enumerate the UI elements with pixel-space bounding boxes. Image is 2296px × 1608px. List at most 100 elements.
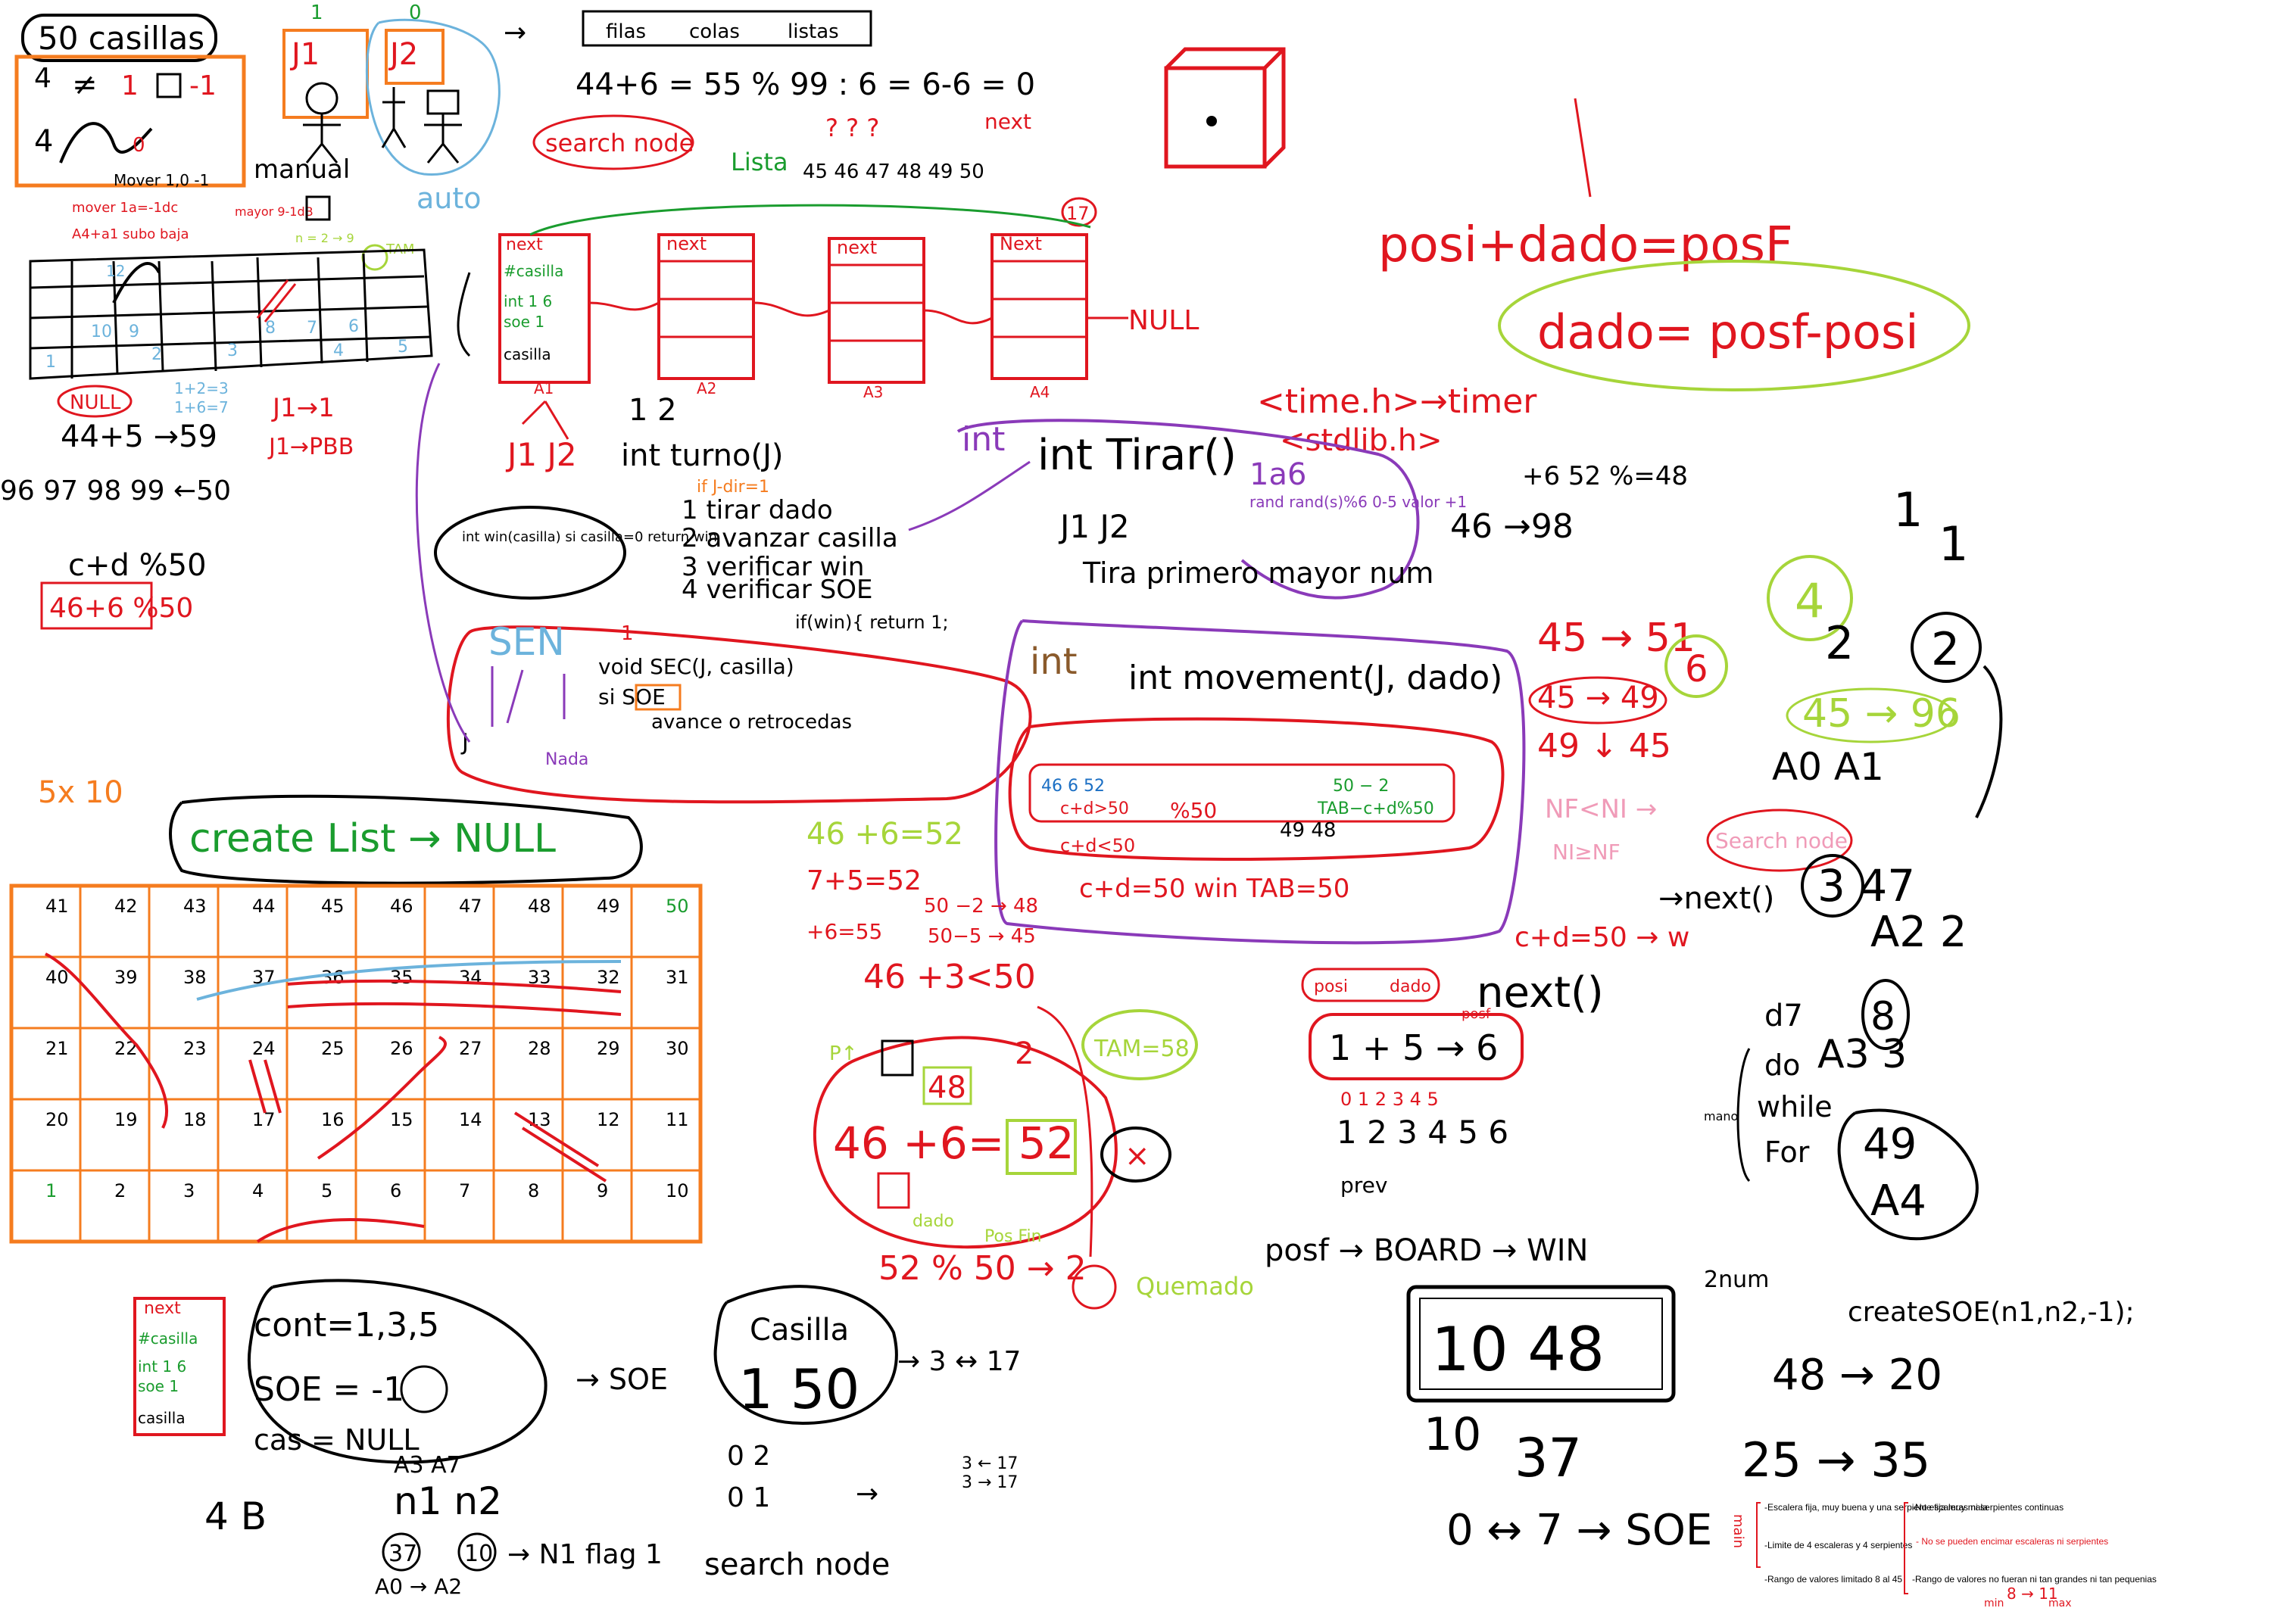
j2-zero: 0 [409,2,422,24]
board-cell-number: 18 [183,1109,207,1130]
mid-posi: posi [1314,977,1348,996]
legend-caption: Mover 1,0 -1 [114,171,209,189]
board-cell-number: 50 [666,896,689,917]
rc-a4: A4 [1870,1176,1926,1226]
pair-arrow: → [856,1479,878,1510]
mini-snake [112,262,161,304]
board-cell-number: 23 [183,1038,207,1059]
mv-calc-h: c+d=50 win TAB=50 [1079,874,1349,904]
search-node-bubble [532,114,694,170]
circle-37 [382,1532,421,1572]
mode-auto: auto [416,182,482,215]
board-snake-1 [45,952,169,1129]
rc-2a: 2 [1825,617,1854,670]
mid-dado2: dado [1390,977,1431,996]
node-brace [457,272,471,357]
dice-face-2 [877,1172,910,1209]
bottom-node-line2: int 1 6 [138,1357,186,1376]
board-cell-number: 24 [252,1038,276,1059]
j2-box [385,29,445,85]
notes-panel: main -Escalera fija, muy buena y una ser… [1730,1502,2157,1608]
right-column: 1 1 4 2 2 45 → 96 A0 A1 3 47 A2 2 A3 3 8… [1406,482,2135,1555]
turn-step-0: if J-dir=1 [697,478,769,497]
rc-arrow1 [1975,665,2003,818]
r4-49-45: 49 ↓ 45 [1537,727,1671,765]
mini-board-outline [29,248,433,380]
mini-board-rows [30,275,431,350]
board-cell-number: 14 [459,1109,482,1130]
rc-a0a1: A0 A1 [1772,745,1884,789]
linked-list: next #casilla int 1 6 soe 1 casilla A1 n… [457,204,1199,401]
node-a2-label: A2 [697,379,716,397]
sen-avance: avance o retrocedas [651,711,852,734]
lista-values: 45 46 47 48 49 50 [803,160,984,183]
mini-6: 6 [348,317,359,336]
calc-46-98: 46 →98 [1450,507,1574,546]
board-cell [630,1169,702,1243]
board-cell-number: 49 [597,896,620,917]
ladder-icon: ≠ [72,67,98,102]
mv-calc-b: c+d>50 [1060,799,1129,818]
mv-calc-a: 46 6 52 [1041,777,1105,796]
bottom-section: next #casilla int 1 6 soe 1 casilla cont… [133,1279,1021,1599]
snake-icon [59,122,153,164]
mid-quemado: Quemado [1136,1272,1254,1301]
sen-title: SEN [488,620,565,664]
arrow-48-20: 48 → 20 [1772,1351,1942,1400]
null-label: NULL [70,391,121,414]
board-cell-number: 40 [45,967,69,988]
tab-filas: filas [606,20,646,43]
turn-step-4: 4 verificar SOE [682,575,872,605]
dice-cube-front [1164,66,1267,169]
dado-bubble [813,1036,1118,1249]
mini-3: 3 [227,341,238,360]
loops-brace [1736,1048,1751,1183]
create-list-bubble [169,794,643,885]
node-a2 [657,233,755,380]
dado-bubble-tail [1037,1005,1093,1257]
bottom-37: 37 [388,1541,417,1567]
mv-calc-c: %50 [1170,798,1217,823]
mid-prev: prev [1340,1173,1387,1198]
mini-12: 12 [106,262,125,280]
formula-dado-posf: dado= posf-posi [1537,304,1919,360]
board-cell-number: 15 [390,1109,413,1130]
bottom-soe-arrow: → SOE [576,1363,668,1396]
mid-idx: 0 1 2 3 4 5 [1340,1089,1439,1110]
tab-colas: colas [689,20,740,43]
tirar-rand: rand rand(s)%6 0-5 valor +1 [1249,493,1467,511]
board-cell-number: 9 [597,1180,608,1201]
note-left-0: -Escalera fija, muy buena y una serpient… [1764,1502,1988,1513]
create-soe: createSOE(n1,n2,-1); [1848,1297,2135,1328]
casilla-val: 1 50 [738,1357,859,1421]
mid-46-3: 46 +3<50 [863,958,1036,996]
mid-48-box [922,1066,972,1105]
rc-1b: 1 [1939,516,1968,572]
board-cell-number: 46 [390,896,413,917]
board-cell-number: 10 [666,1180,689,1201]
loop-mano: mano [1704,1109,1738,1123]
formula2-bubble [1498,260,1970,391]
note-left-2: -Rango de valores limitado 8 al 45 [1764,1574,1902,1585]
mini-board [29,248,433,380]
node-a4-head: Next [1000,233,1042,254]
board-cell-number: 28 [528,1038,551,1059]
mid-mod: 52 % 50 → 2 [878,1249,1087,1288]
mid-48: 48 [928,1070,966,1105]
big-10-48: 10 48 [1431,1314,1605,1385]
mini-8: 8 [265,319,276,338]
question-marks: ? ? ? [825,114,879,142]
sum2: 1+6=7 [174,398,229,416]
board-cell-number: 41 [45,896,69,917]
big-box [1406,1285,1676,1403]
r2-6: 6 [1685,648,1708,690]
big-37: 37 [1515,1427,1582,1489]
legend-4a: 4 [34,63,51,94]
legend-0: 0 [133,134,145,157]
search-node-label: search node [545,129,694,157]
list-green-link [529,204,1091,236]
bottom-cas: cas = NULL [254,1423,420,1457]
mid-red-50-2: 50 −2 → 48 [924,895,1038,918]
